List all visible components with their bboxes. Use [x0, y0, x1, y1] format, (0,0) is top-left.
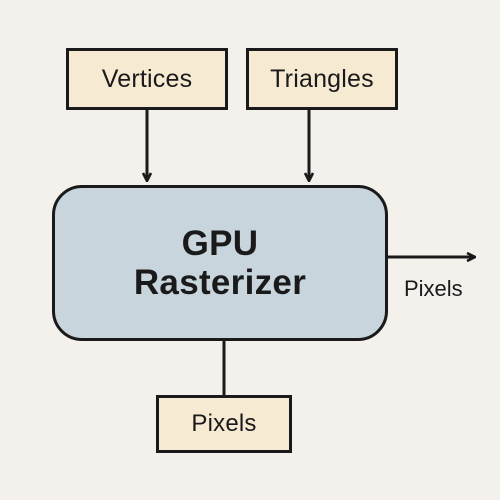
- vertices-label: Vertices: [101, 64, 193, 93]
- gpu-rasterizer-box: GPU Rasterizer: [52, 185, 388, 341]
- pixels-box: Pixels: [156, 395, 292, 453]
- rasterizer-title-line-2: Rasterizer: [133, 263, 307, 302]
- pixels-box-label: Pixels: [191, 410, 257, 437]
- triangles-label: Triangles: [270, 64, 374, 93]
- triangles-box: Triangles: [246, 48, 398, 110]
- vertices-box: Vertices: [66, 48, 228, 110]
- pixels-output-label: Pixels: [404, 276, 463, 301]
- rasterizer-title-line-1: GPU: [181, 223, 259, 263]
